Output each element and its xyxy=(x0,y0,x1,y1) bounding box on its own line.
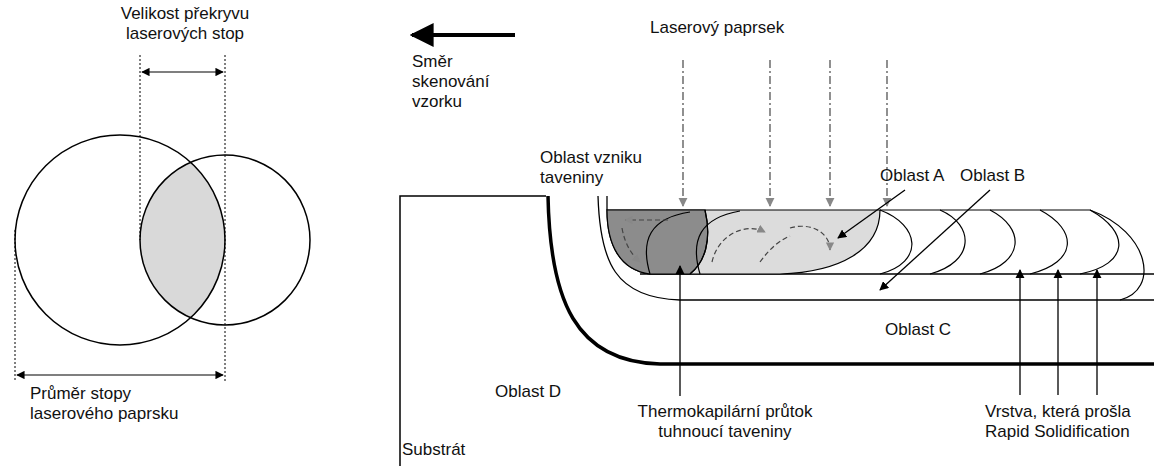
dimension-guides xyxy=(15,55,225,382)
overlap-dimension xyxy=(142,71,223,72)
dimension-label: Velikost překryvu laserových stop xyxy=(100,4,270,44)
scan-arrow xyxy=(412,33,515,37)
flow-arrows xyxy=(622,220,830,262)
melt-region xyxy=(607,210,708,274)
leader-lines xyxy=(680,190,1097,396)
dimension-label: Průměr stopy laserového paprsku xyxy=(30,384,205,424)
direction-label: Směr skenování vzorku xyxy=(412,52,532,112)
region-c-boundary xyxy=(598,196,1154,300)
laser-beams xyxy=(683,60,887,206)
laser-spot xyxy=(15,135,225,345)
region-label: Oblast vzniku taveniny xyxy=(540,148,650,188)
region-label: Oblast C xyxy=(885,320,965,340)
material-label: Substrát xyxy=(402,440,492,460)
melt-pool xyxy=(607,210,880,274)
beam-label: Laserový paprsek xyxy=(650,18,850,38)
layer-label: Vrstva, která prošla Rapid Solidificatio… xyxy=(985,402,1150,442)
diameter-dimension xyxy=(17,374,223,375)
region-label: Oblast A xyxy=(880,166,960,186)
heat-affected-boundary xyxy=(548,196,1154,364)
flow-label: Thermokapilární průtok tuhnoucí taveniny xyxy=(625,402,825,442)
region-label: Oblast D xyxy=(495,382,575,402)
solidified-layers xyxy=(880,210,1144,300)
substrate-outline xyxy=(400,196,546,466)
region-label: Oblast B xyxy=(960,166,1040,186)
